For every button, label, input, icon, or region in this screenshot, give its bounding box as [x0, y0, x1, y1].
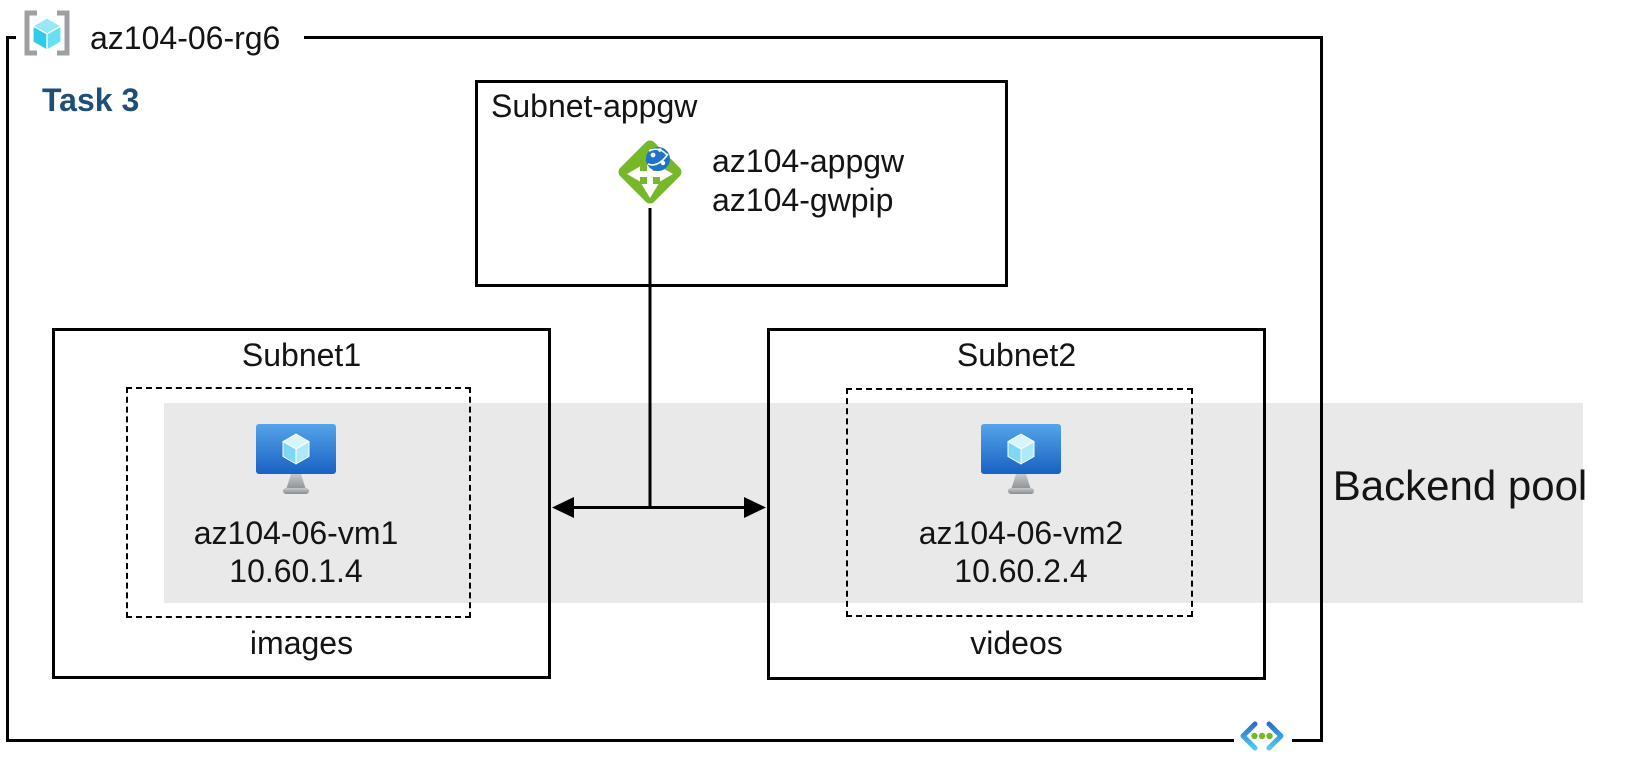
- vm2-name: az104-06-vm2: [918, 515, 1124, 551]
- subnet1-caption: images: [249, 625, 354, 661]
- subnet1-box: Subnet1 images: [52, 328, 551, 679]
- subnet2-backend-dashed-box: [846, 388, 1193, 617]
- resource-group-name: az104-06-rg6: [90, 20, 281, 56]
- virtual-machine-icon: [256, 424, 336, 494]
- subnet1-title: Subnet1: [241, 337, 362, 373]
- vm2-ip: 10.60.2.4: [954, 553, 1088, 589]
- subnet1-backend-dashed-box: [126, 387, 471, 618]
- backend-pool-label: Backend pool: [1332, 462, 1588, 509]
- appgw-public-ip-name: az104-gwpip: [712, 182, 894, 218]
- resource-group-title-gap: [16, 28, 304, 46]
- virtual-machine-icon: [981, 424, 1061, 494]
- vm1-ip: 10.60.1.4: [229, 553, 363, 589]
- subnet2-box: Subnet2 videos: [767, 328, 1266, 680]
- resource-group-icon: [24, 10, 70, 56]
- vm1-labels: az104-06-vm1 10.60.1.4: [146, 514, 446, 590]
- virtual-network-icon: [1240, 721, 1284, 751]
- backend-pool-band: [164, 403, 1583, 603]
- subnet2-caption: videos: [970, 625, 1063, 661]
- appgw-labels: az104-appgw az104-gwpip: [712, 142, 904, 220]
- subnet-appgw-title: Subnet-appgw: [491, 88, 698, 124]
- vm1-name: az104-06-vm1: [193, 515, 399, 551]
- application-gateway-icon: [618, 140, 682, 204]
- subnet2-title: Subnet2: [956, 337, 1077, 373]
- appgw-name: az104-appgw: [712, 143, 905, 179]
- task-label: Task 3: [42, 82, 140, 118]
- resource-group-box: [6, 36, 1323, 742]
- subnet-appgw-box: [475, 80, 1008, 287]
- vm2-labels: az104-06-vm2 10.60.2.4: [871, 514, 1171, 590]
